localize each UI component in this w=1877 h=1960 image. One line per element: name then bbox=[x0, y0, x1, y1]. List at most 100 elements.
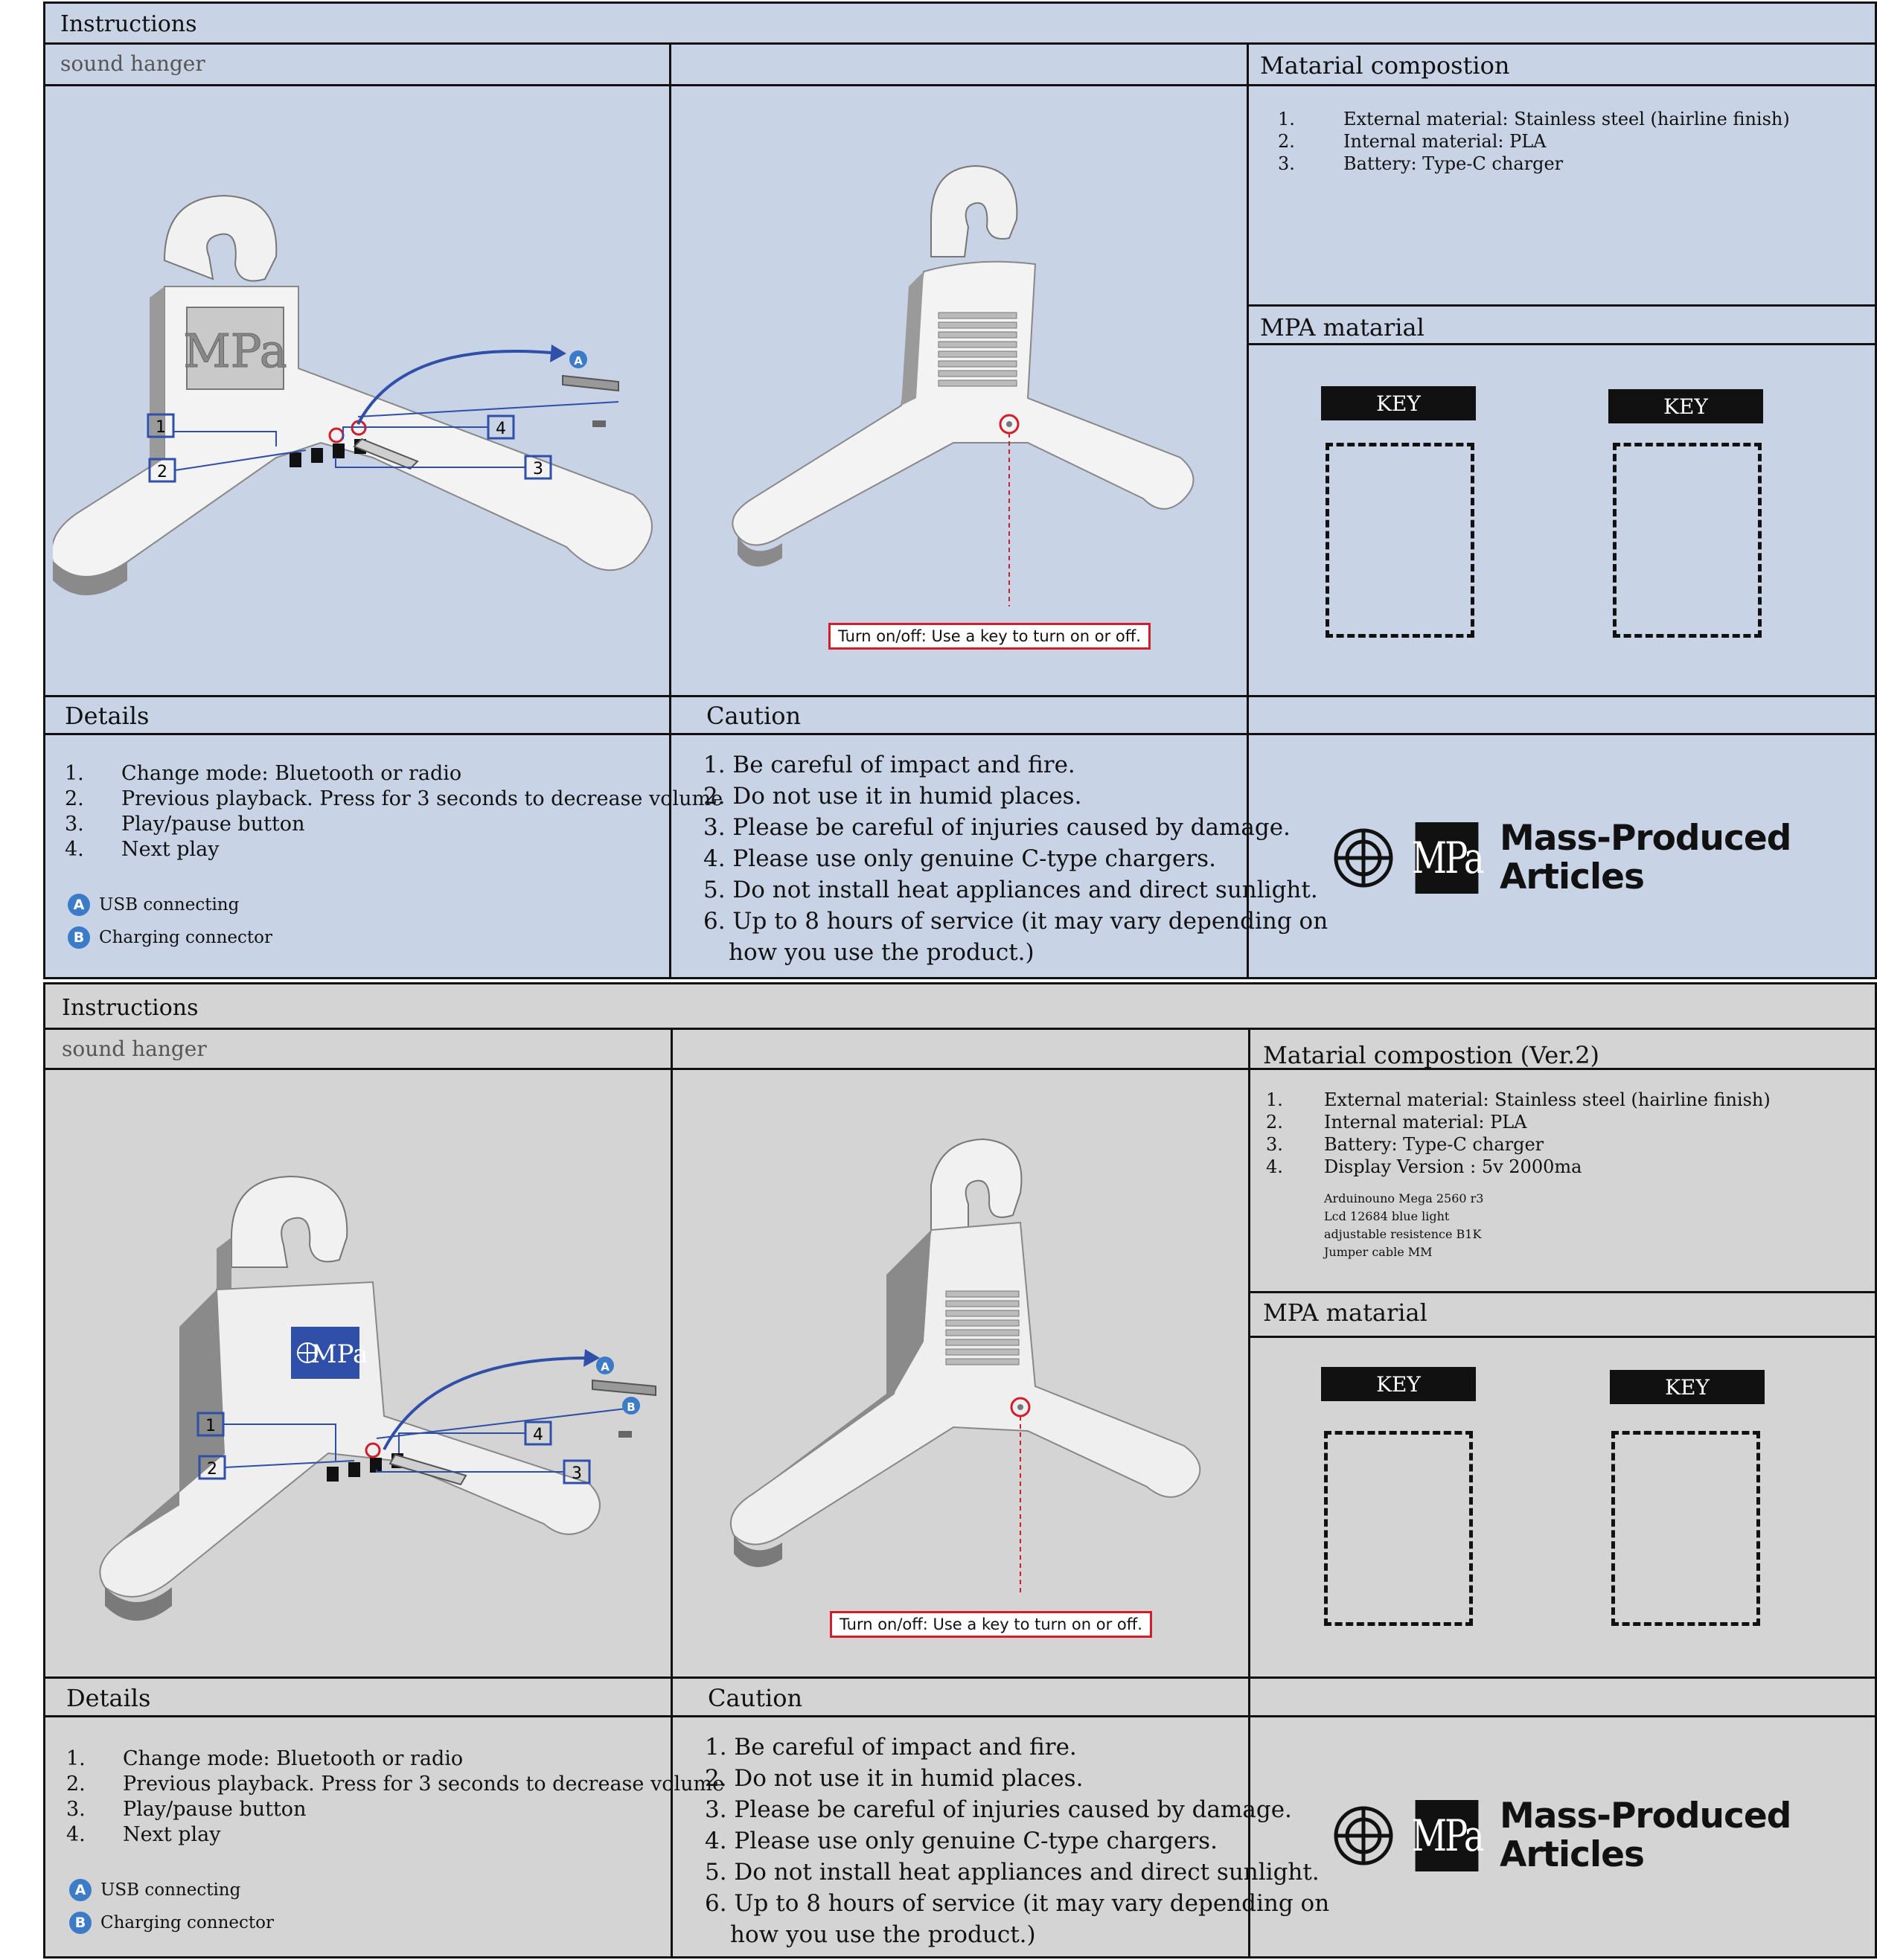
callout-4: 4 bbox=[533, 1426, 543, 1444]
hanger-front-diagram bbox=[715, 160, 1236, 606]
list-item: 2.Previous playback. Press for 3 seconds… bbox=[65, 787, 723, 810]
caution-list: 1. Be careful of impact and fire. 2. Do … bbox=[703, 749, 1328, 968]
callout-2: 2 bbox=[157, 463, 167, 481]
instruction-sheet-v1: Instructions sound hanger Matarial compo… bbox=[43, 1, 1877, 979]
list-item: 2.Internal material: PLA bbox=[1266, 1112, 1527, 1133]
details-title: Details bbox=[65, 702, 150, 730]
divider bbox=[1247, 343, 1875, 345]
list-item: 3.Battery: Type-C charger bbox=[1266, 1134, 1544, 1155]
sheet-title: Instructions bbox=[60, 11, 197, 37]
brand-name: Mass-Produced Articles bbox=[1500, 1796, 1791, 1875]
list-item: 1.Change mode: Bluetooth or radio bbox=[65, 762, 462, 785]
turn-on-off-label: Turn on/off: Use a key to turn on or off… bbox=[830, 1611, 1152, 1638]
plug-letter-a: A bbox=[601, 1360, 610, 1374]
divider bbox=[45, 733, 1875, 735]
list-item: 1.External material: Stainless steel (ha… bbox=[1266, 1089, 1771, 1110]
list-item: how you use the product.) bbox=[730, 1921, 1036, 1948]
divider bbox=[45, 84, 1875, 86]
material-title: Matarial compostion bbox=[1260, 51, 1510, 80]
divider bbox=[669, 42, 671, 977]
mpa-logo-mark: MPa bbox=[1412, 822, 1485, 894]
hanger-diagram: MPa A B 1 2 4 3 bbox=[45, 1163, 663, 1639]
list-item: 6. Up to 8 hours of service (it may vary… bbox=[703, 908, 1328, 935]
turn-on-off-label: Turn on/off: Use a key to turn on or off… bbox=[828, 623, 1151, 650]
callout-3: 3 bbox=[533, 460, 543, 478]
legend-item-a: A USB connecting bbox=[69, 1879, 240, 1901]
crosshair-icon bbox=[1334, 828, 1393, 888]
list-item: Arduinouno Mega 2560 r3 bbox=[1324, 1191, 1484, 1205]
a-badge-icon: A bbox=[68, 894, 90, 916]
mpa-plate-text: MPa bbox=[311, 1339, 368, 1369]
divider bbox=[45, 42, 1875, 45]
list-item: 5. Do not install heat appliances and di… bbox=[705, 1859, 1320, 1886]
brand-logo: MPa Mass-Produced Articles bbox=[1333, 1797, 1791, 1874]
component-list: Arduinouno Mega 2560 r3 Lcd 12684 blue l… bbox=[1324, 1190, 1483, 1261]
list-item: 2.Previous playback. Press for 3 seconds… bbox=[66, 1772, 725, 1796]
callout-4: 4 bbox=[496, 420, 506, 438]
crosshair-icon bbox=[1334, 1806, 1393, 1865]
list-item: 4. Please use only genuine C-type charge… bbox=[705, 1828, 1218, 1854]
brand-logo: MPa Mass-Produced Articles bbox=[1333, 819, 1791, 897]
mpa-plate-text: MPa bbox=[183, 324, 287, 378]
mpa-material-title: MPA matarial bbox=[1260, 313, 1424, 342]
divider bbox=[1247, 42, 1249, 977]
list-item: 4. Please use only genuine C-type charge… bbox=[703, 845, 1216, 872]
material-list: 1.External material: Stainless steel (ha… bbox=[1266, 1089, 1771, 1178]
callout-2: 2 bbox=[207, 1460, 217, 1479]
list-item: how you use the product.) bbox=[729, 939, 1035, 966]
callout-1: 1 bbox=[205, 1417, 216, 1435]
list-item: adjustable resistence B1K bbox=[1324, 1227, 1482, 1241]
list-item: 5. Do not install heat appliances and di… bbox=[703, 877, 1318, 903]
legend-item-b: B Charging connector bbox=[69, 1912, 274, 1934]
mpa-logo-mark: MPa bbox=[1412, 1800, 1485, 1871]
divider bbox=[45, 695, 1875, 697]
plug-letter-b: B bbox=[627, 1400, 635, 1414]
details-list: 1.Change mode: Bluetooth or radio 2.Prev… bbox=[66, 1746, 724, 1848]
list-item: 6. Up to 8 hours of service (it may vary… bbox=[705, 1890, 1330, 1917]
divider bbox=[45, 1028, 1875, 1030]
mpa-material-title: MPA matarial bbox=[1263, 1298, 1427, 1327]
legend-item-b: B Charging connector bbox=[68, 926, 272, 949]
material-list: 1.External material: Stainless steel (ha… bbox=[1278, 108, 1790, 175]
details-list: 1.Change mode: Bluetooth or radio 2.Prev… bbox=[65, 761, 723, 862]
material-title: Matarial compostion (Ver.2) bbox=[1263, 1041, 1600, 1069]
list-item: 1. Be careful of impact and fire. bbox=[703, 752, 1075, 778]
caution-title: Caution bbox=[706, 702, 802, 730]
brand-name: Mass-Produced Articles bbox=[1500, 818, 1791, 897]
list-item: 2.Internal material: PLA bbox=[1278, 131, 1547, 152]
a-badge-icon: A bbox=[69, 1879, 92, 1901]
legend-item-a: A USB connecting bbox=[68, 894, 239, 916]
product-name: sound hanger bbox=[62, 1037, 207, 1061]
list-item: 1.Change mode: Bluetooth or radio bbox=[66, 1747, 464, 1770]
product-name: sound hanger bbox=[60, 51, 205, 76]
divider bbox=[1248, 1336, 1875, 1338]
list-item: 3.Battery: Type-C charger bbox=[1278, 153, 1564, 174]
key-placeholder-box bbox=[1611, 1431, 1760, 1626]
list-item: 1.External material: Stainless steel (ha… bbox=[1278, 109, 1790, 129]
divider bbox=[1248, 1028, 1250, 1956]
key-placeholder-box bbox=[1326, 443, 1474, 638]
list-item: 3.Play/pause button bbox=[66, 1798, 307, 1821]
divider bbox=[45, 1068, 1875, 1070]
list-item: 3.Play/pause button bbox=[65, 813, 305, 836]
key-label: KEY bbox=[1321, 386, 1476, 420]
key-label: KEY bbox=[1321, 1367, 1476, 1401]
details-title: Details bbox=[66, 1684, 151, 1712]
list-item: 1. Be careful of impact and fire. bbox=[705, 1734, 1077, 1761]
sheet-title: Instructions bbox=[62, 995, 199, 1021]
divider bbox=[45, 1715, 1875, 1717]
list-item: 4.Display Version : 5v 2000ma bbox=[1266, 1156, 1582, 1177]
divider bbox=[45, 1676, 1875, 1679]
key-placeholder-box bbox=[1324, 1431, 1473, 1626]
hanger-front-diagram bbox=[700, 1133, 1236, 1595]
list-item: 3. Please be careful of injuries caused … bbox=[703, 814, 1291, 841]
b-badge-icon: B bbox=[69, 1912, 92, 1934]
plug-letter-a: A bbox=[574, 354, 583, 368]
list-item: 2. Do not use it in humid places. bbox=[705, 1765, 1084, 1792]
list-item: 3. Please be careful of injuries caused … bbox=[705, 1796, 1292, 1823]
list-item: 4.Next play bbox=[65, 838, 220, 861]
caution-list: 1. Be careful of impact and fire. 2. Do … bbox=[705, 1732, 1329, 1950]
instruction-sheet-v2: Instructions sound hanger Matarial compo… bbox=[43, 982, 1877, 1959]
list-item: Jumper cable MM bbox=[1324, 1245, 1433, 1259]
divider bbox=[1247, 304, 1875, 307]
